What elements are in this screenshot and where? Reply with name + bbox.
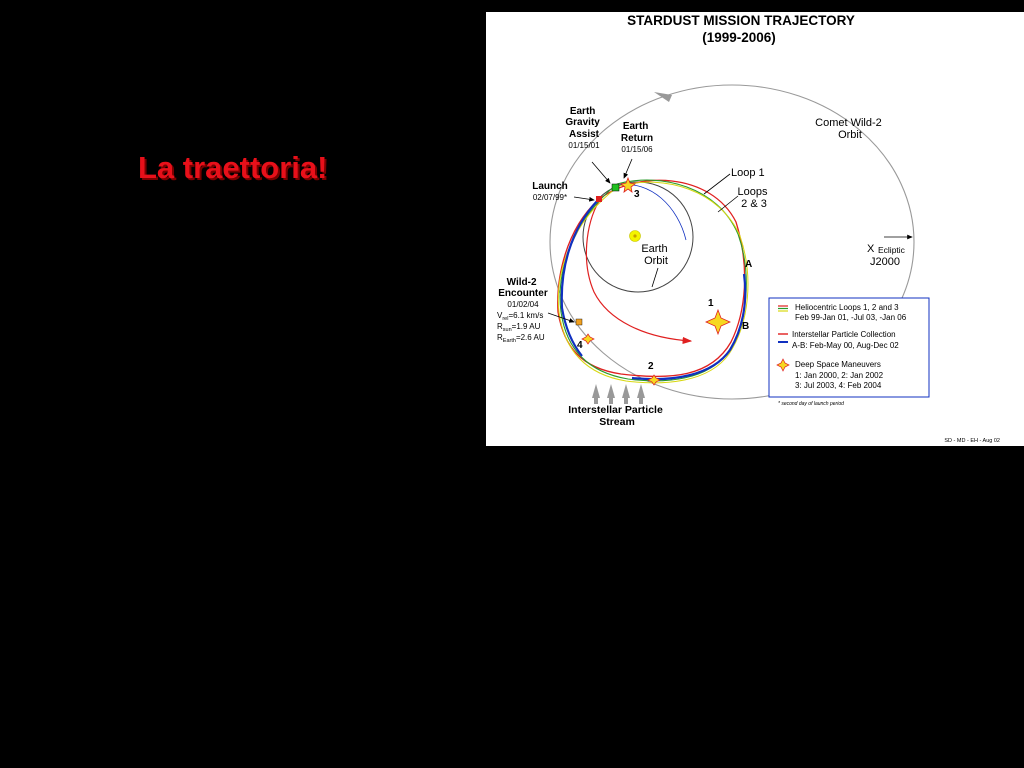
wild2-encounter-date: 01/02/04 — [507, 300, 539, 309]
legend-loops-line1: Heliocentric Loops 1, 2 and 3 — [795, 303, 899, 312]
legend-footnote: * second day of launch period — [778, 401, 844, 407]
maneuver-star-3 — [620, 176, 636, 193]
interstellar-stream-label: Interstellar Particle Stream — [568, 404, 665, 428]
j2000-label: J2000 — [870, 256, 900, 268]
launch-label: Launch — [532, 181, 568, 192]
maneuver-3-label: 3 — [634, 189, 640, 200]
wild2-rearth: REarth=2.6 AU — [497, 333, 545, 344]
legend-loops-line2: Feb 99-Jan 01, -Jul 03, -Jan 06 — [795, 313, 907, 322]
wild2-vrel: Vrel=6.1 km/s — [497, 311, 543, 322]
maneuver-star-1 — [705, 308, 731, 336]
wild2-rsun: Rsun=1.9 AU — [497, 322, 541, 333]
wild2-encounter-marker — [575, 318, 583, 326]
legend: Heliocentric Loops 1, 2 and 3 Feb 99-Jan… — [768, 297, 930, 398]
comet-orbit — [549, 84, 915, 400]
earth-return-label: Earth Return — [621, 121, 653, 144]
loop1-label: Loop 1 — [731, 167, 765, 179]
ecliptic-label: Ecliptic — [878, 245, 906, 255]
trajectory-diagram: STARDUST MISSION TRAJECTORY (1999-2006) … — [486, 12, 1024, 446]
loop3-trajectory — [557, 181, 749, 384]
slide-title: La traettoria! — [138, 150, 328, 185]
ecliptic-x-label: X — [867, 243, 875, 255]
trajectory-svg: STARDUST MISSION TRAJECTORY (1999-2006) … — [497, 13, 1000, 444]
particle-stream-arrows — [592, 384, 645, 404]
point-a-label: A — [745, 259, 752, 270]
diagram-subtitle: (1999-2006) — [702, 30, 776, 45]
collection-segment-left — [560, 199, 599, 357]
blue-inner-loop — [617, 184, 687, 241]
loop1-trajectory — [557, 179, 746, 378]
footer-credit: SD - MD - EH - Aug 02 — [944, 438, 1000, 444]
wild2-encounter-label: Wild-2 Encounter — [498, 277, 548, 299]
legend-maneuvers-line1: Deep Space Maneuvers — [795, 360, 881, 369]
comet-orbit-arrow — [654, 92, 672, 102]
maneuver-4-label: 4 — [577, 340, 583, 351]
loop1-inner-trajectory — [585, 200, 693, 345]
earth-gravity-assist-date: 01/15/01 — [568, 141, 600, 150]
earth-orbit-label: Earth Orbit — [641, 243, 670, 267]
maneuver-2-label: 2 — [648, 361, 654, 372]
earth-gravity-assist-marker — [611, 183, 620, 192]
earth-return-date: 01/15/06 — [621, 145, 653, 154]
diagram-title: STARDUST MISSION TRAJECTORY — [627, 13, 855, 28]
legend-collection-line1: Interstellar Particle Collection — [792, 330, 896, 339]
launch-marker — [596, 196, 602, 202]
maneuver-1-label: 1 — [708, 298, 714, 309]
maneuver-star-4 — [581, 333, 595, 345]
point-b-label: B — [742, 321, 749, 332]
launch-date: 02/07/99* — [533, 193, 567, 202]
earth-gravity-assist-label: Earth Gravity Assist — [565, 106, 602, 140]
loops23-label: Loops 2 & 3 — [737, 186, 770, 210]
maneuver-star-2 — [647, 374, 661, 386]
comet-orbit-label: Comet Wild-2 Orbit — [815, 117, 885, 141]
collection-segment-ab — [631, 273, 747, 381]
legend-collection-line2: A-B: Feb-May 00, Aug-Dec 02 — [792, 341, 899, 350]
legend-maneuvers-line2: 1: Jan 2000, 2: Jan 2002 — [795, 371, 884, 380]
legend-maneuvers-line3: 3: Jul 2003, 4: Feb 2004 — [795, 381, 882, 390]
